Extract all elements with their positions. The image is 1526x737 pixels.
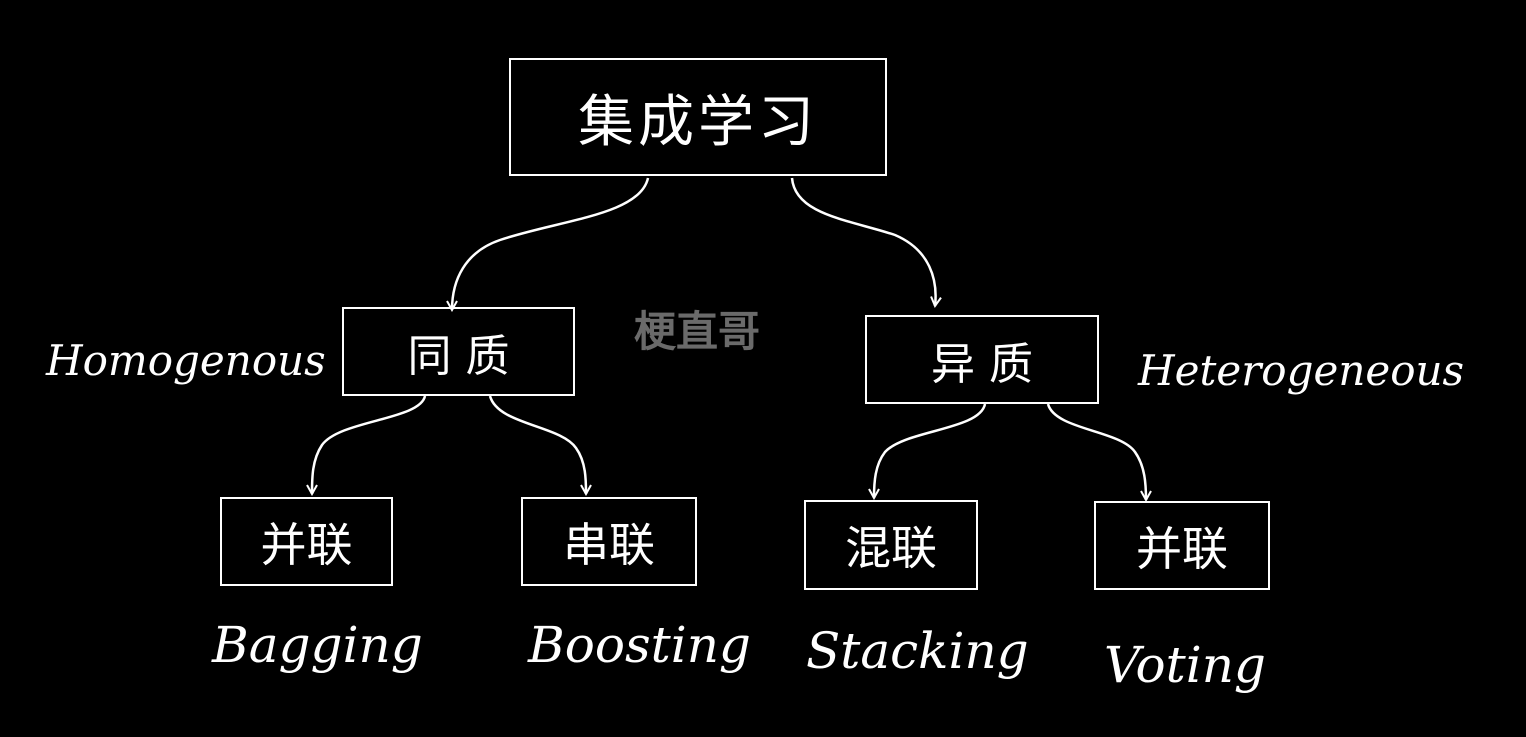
method-label-boosting: Boosting [528, 616, 751, 674]
root-node: 集成学习 [509, 58, 887, 176]
leaf-node-stacking: 混联 [804, 500, 978, 590]
method-label-bagging: Bagging [212, 616, 423, 674]
leaf-node-bagging-label: 并联 [260, 517, 353, 572]
leaf-node-voting-label: 并联 [1136, 521, 1228, 576]
edge-root-heterogeneous [790, 177, 936, 306]
heterogeneous-node-label: 异 质 [931, 338, 1033, 390]
leaf-node-boosting-label: 串联 [563, 517, 655, 572]
method-label-voting: Voting [1104, 636, 1266, 694]
heterogeneous-node: 异 质 [865, 315, 1099, 404]
heterogeneous-english-label: Heterogeneous [1138, 346, 1465, 395]
edge-root-homogeneous [452, 177, 650, 310]
leaf-node-stacking-label: 混联 [845, 521, 937, 575]
root-node-label: 集成学习 [578, 89, 818, 155]
leaf-node-boosting: 串联 [521, 497, 697, 586]
watermark-text: 梗直哥 [634, 307, 761, 356]
edge-heterogeneous-stacking [874, 403, 987, 498]
homogeneous-english-label: Homogenous [46, 336, 326, 385]
edge-homogeneous-bagging [312, 395, 427, 494]
leaf-node-bagging: 并联 [220, 497, 393, 586]
leaf-node-voting: 并联 [1094, 501, 1270, 590]
edge-homogeneous-boosting [488, 395, 586, 494]
edge-heterogeneous-voting [1046, 403, 1146, 500]
homogeneous-node-label: 同 质 [407, 330, 510, 382]
homogeneous-node: 同 质 [342, 307, 575, 396]
method-label-stacking: Stacking [806, 622, 1029, 680]
